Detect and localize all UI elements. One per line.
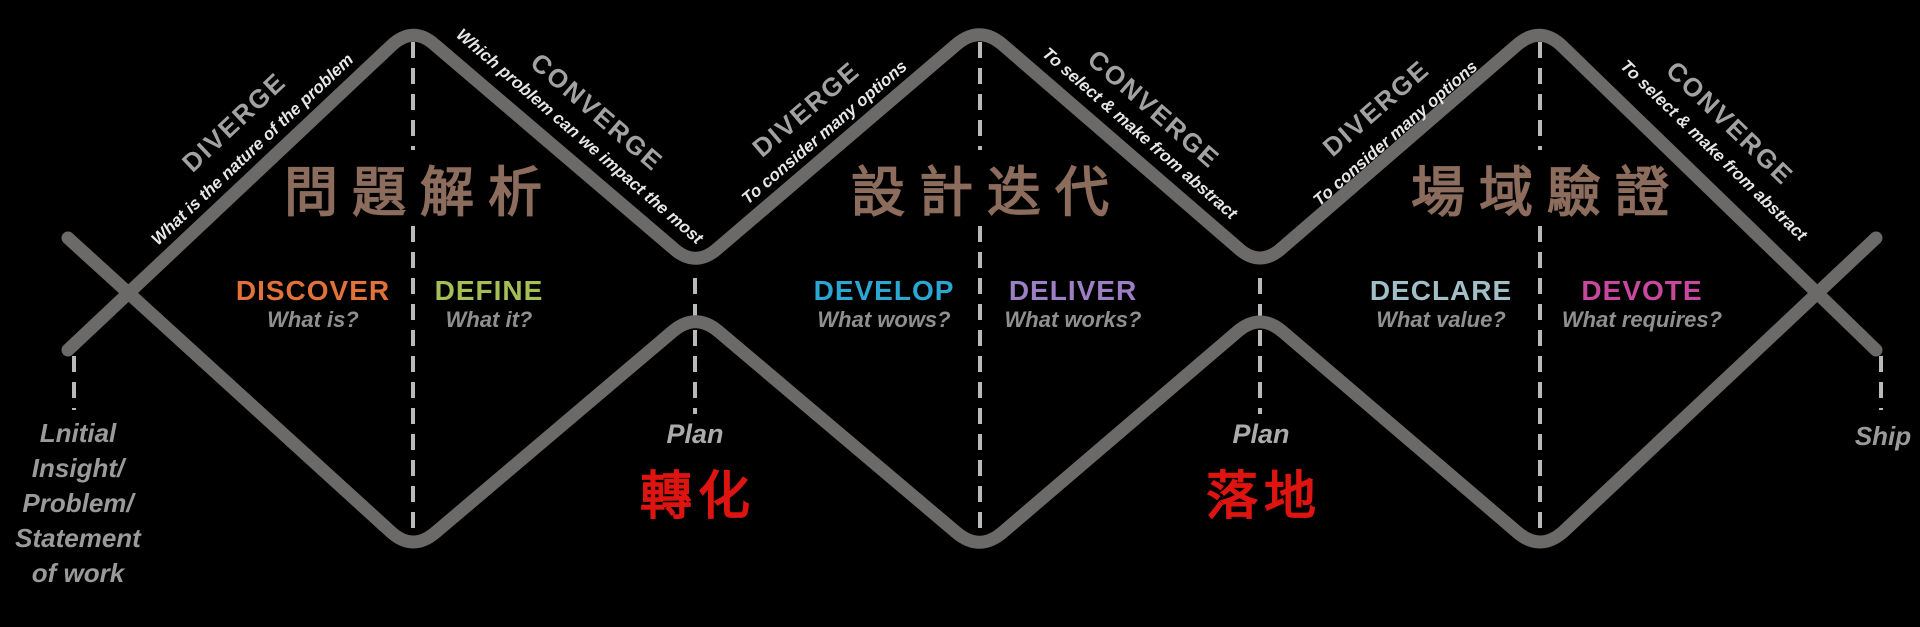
question-develop: What wows? — [817, 307, 950, 332]
diamond-1-title: 問題解析 — [284, 163, 556, 223]
endpoint-labels: Lnitial Insight/ Problem/ Statement of w… — [15, 418, 1911, 588]
transition-title-1: 轉化 — [640, 468, 756, 526]
question-deliver: What works? — [1005, 307, 1142, 332]
phase-devote: DEVOTE — [1581, 275, 1702, 306]
start-label-line-5: of work — [32, 558, 126, 588]
diamond-2-title: 設計迭代 — [851, 163, 1123, 223]
diamond-3-title: 場域驗證 — [1411, 163, 1683, 223]
dashed-guides — [72, 42, 1883, 540]
phase-labels: DISCOVER What is? DEFINE What it? DEVELO… — [236, 275, 1722, 332]
question-devote: What requires? — [1562, 307, 1722, 332]
top-process-line — [61, 28, 1883, 357]
phase-develop: DEVELOP — [814, 275, 955, 306]
junction-labels: Plan 轉化 Plan 落地 — [640, 419, 1322, 526]
start-label-line-4: Statement — [15, 523, 142, 553]
diamond-titles: 問題解析 設計迭代 場域驗證 — [284, 163, 1683, 223]
transition-title-2: 落地 — [1206, 468, 1322, 526]
plan-label-2: Plan — [1232, 419, 1289, 449]
start-label-line-3: Problem/ — [22, 488, 136, 518]
plan-label-1: Plan — [666, 419, 723, 449]
phase-discover: DISCOVER — [236, 275, 390, 306]
question-declare: What value? — [1376, 307, 1506, 332]
phase-declare: DECLARE — [1370, 275, 1512, 306]
phase-deliver: DELIVER — [1009, 275, 1137, 306]
process-lines — [61, 28, 1883, 549]
phase-define: DEFINE — [435, 275, 544, 306]
question-discover: What is? — [267, 307, 359, 332]
question-define: What it? — [446, 307, 533, 332]
ship-label: Ship — [1855, 421, 1911, 451]
start-label-line-1: Lnitial — [40, 418, 117, 448]
start-label-line-2: Insight/ — [32, 453, 127, 483]
bottom-process-line — [61, 231, 1883, 549]
